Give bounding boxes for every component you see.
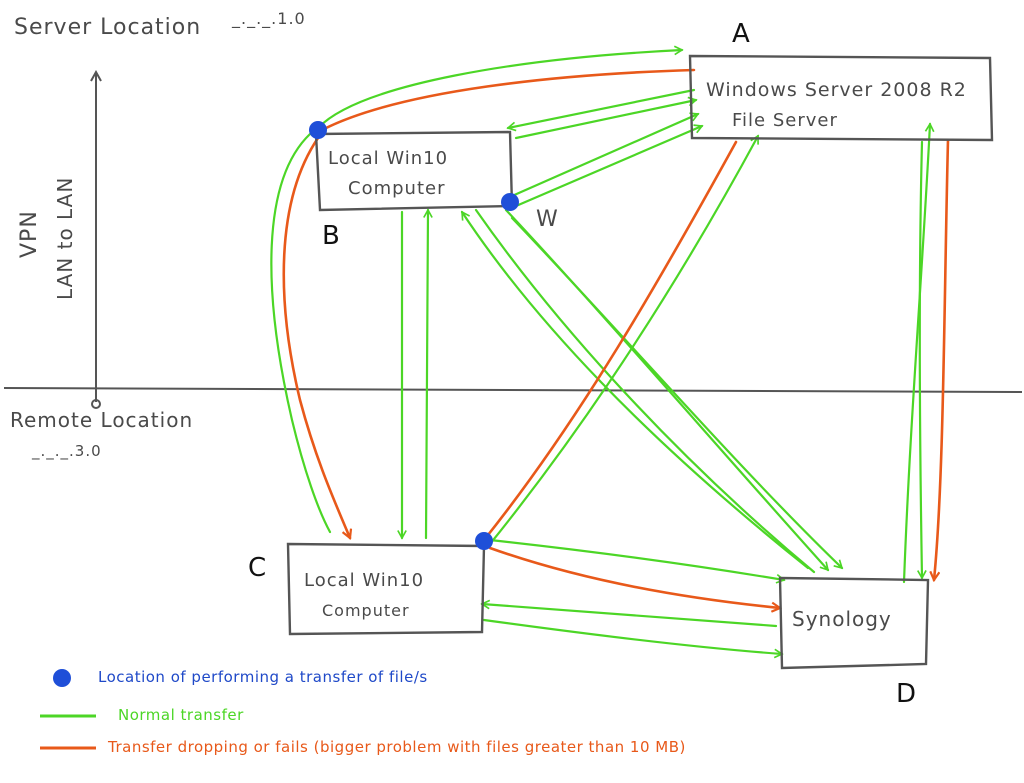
node-b-letter: B [322,221,340,251]
link-c-to-a-orange [482,140,738,542]
legend-item-failing: Transfer dropping or fails (bigger probl… [40,738,686,756]
node-b-subtitle: Computer [348,178,445,199]
link-c-to-a-green [488,136,760,546]
link-c-to-b-green-up [426,210,428,540]
node-a-title: Windows Server 2008 R2 [706,79,967,101]
vpn-sub-label: LAN to LAN [53,177,77,300]
node-d-box [778,576,930,670]
node-b-local-computer: B Local Win10 Computer W [309,121,559,251]
link-a-to-b-green [508,88,696,128]
link-b-to-c-green-outer [270,132,332,534]
link-b-to-c-orange [282,136,350,538]
node-c-transfer-location-dot [475,532,493,550]
link-w-to-a-green-1 [510,114,698,198]
node-c-subtitle: Computer [322,601,410,620]
link-b-to-d-green-1 [474,208,816,574]
legend-item-location: Location of performing a transfer of fil… [53,668,428,687]
link-a-to-d-green [920,140,922,578]
legend-location-dot [53,669,71,687]
link-c-to-d-green-lower [482,618,782,654]
link-b-to-a-orange [320,68,696,132]
legend-location-text: Location of performing a transfer of fil… [98,668,428,686]
link-w-to-d-green-2 [510,216,842,568]
server-location-label: Server Location [14,15,201,40]
link-d-to-a-green [902,124,930,584]
node-a-subtitle: File Server [732,110,838,131]
zone-divider-line [3,387,1023,393]
node-b-w-mark: W [536,207,559,232]
link-c-to-d-orange [488,546,780,608]
legend: Location of performing a transfer of fil… [40,668,686,756]
vpn-label-group: VPN LAN to LAN [17,177,77,300]
remote-location-label: Remote Location [10,408,193,432]
legend-failing-text: Transfer dropping or fails (bigger probl… [107,738,686,756]
node-d-synology: D Synology [778,576,930,709]
node-c-title: Local Win10 [304,570,424,591]
link-b-to-a-upper-green [316,50,682,130]
node-d-letter: D [896,679,916,709]
link-b-to-a-lower-green [514,100,696,140]
link-d-to-c-green [482,604,778,628]
link-c-to-d-green-upper [488,538,784,580]
connections [270,50,950,654]
node-c-local-computer: C Local Win10 Computer [248,532,493,636]
node-b-title: Local Win10 [328,148,448,169]
axis-origin-dot [91,399,101,409]
node-a-letter: A [732,19,750,49]
server-ip-label: _._._.1.0 [231,9,306,29]
node-a-windows-server: A Windows Server 2008 R2 File Server [688,19,994,142]
link-d-to-b-green [460,212,810,570]
legend-normal-text: Normal transfer [118,706,244,724]
node-b-w-transfer-location-dot [501,193,519,211]
server-location-label-group: Server Location _._._.1.0 [14,9,306,40]
node-c-box [286,542,486,636]
node-b-transfer-location-dot [309,121,327,139]
node-d-title: Synology [792,607,892,631]
node-c-letter: C [248,553,266,583]
link-w-to-a-green-2 [514,126,702,208]
node-a-box [688,54,994,142]
vpn-label: VPN [17,210,42,258]
link-a-to-d-orange [934,138,950,580]
remote-ip-label: _._._.3.0 [31,442,102,461]
legend-item-normal: Normal transfer [40,706,244,724]
remote-location-label-group: Remote Location _._._.3.0 [10,408,193,461]
